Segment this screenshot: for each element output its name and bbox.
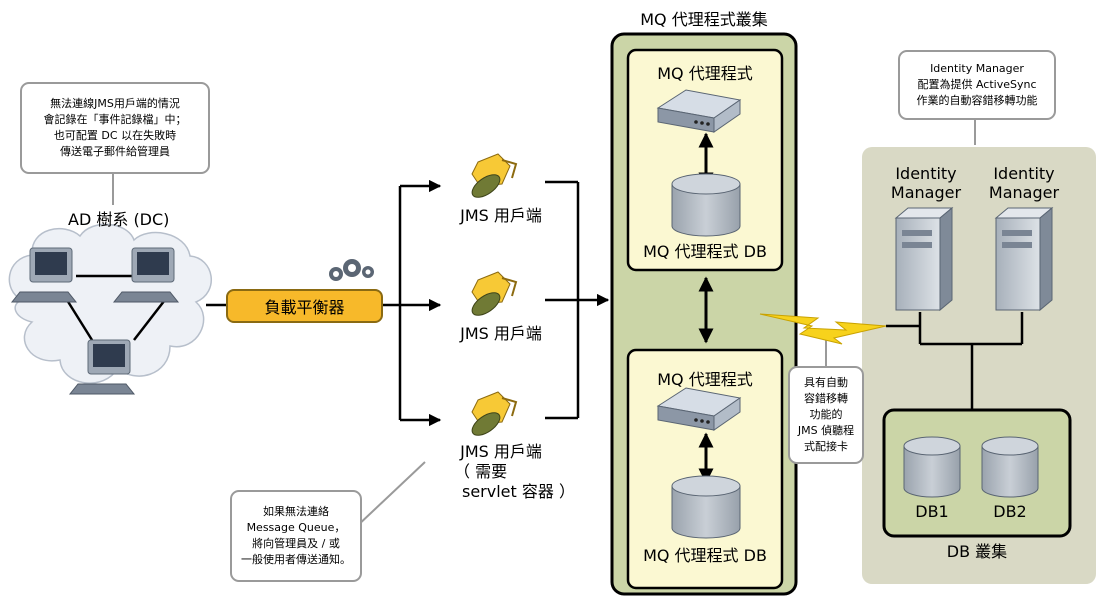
jms-client-icon bbox=[471, 271, 518, 316]
computer-icon bbox=[68, 339, 136, 395]
jms-client-label: JMS 用戶端 bbox=[460, 324, 542, 343]
db1-label: DB1 bbox=[915, 502, 949, 521]
server-icon bbox=[994, 206, 1054, 312]
mq-broker-title: MQ 代理程式 bbox=[657, 64, 753, 83]
computer-icon bbox=[10, 247, 78, 303]
jms-client-icons bbox=[471, 153, 518, 436]
db-cluster-title: DB 叢集 bbox=[946, 542, 1008, 561]
load-balancer-label: 負載平衡器 bbox=[264, 298, 345, 317]
ad-forest-title: AD 樹系 (DC) bbox=[68, 210, 170, 229]
identity-manager-label: Identity Manager bbox=[890, 164, 962, 203]
jms-client-icon bbox=[471, 391, 518, 436]
gears-icon bbox=[329, 259, 374, 281]
db2-label: DB2 bbox=[993, 502, 1027, 521]
database-icon bbox=[671, 173, 741, 237]
im-cluster-panel bbox=[862, 147, 1096, 584]
jms-client-label: JMS 用戶端 bbox=[460, 206, 542, 225]
jms-listener-note: 具有自動 容錯移轉 功能的 JMS 偵聽程 式配接卡 bbox=[788, 366, 864, 464]
mq-cluster-title: MQ 代理程式叢集 bbox=[640, 10, 768, 29]
mq-broker-db-label: MQ 代理程式 DB bbox=[643, 242, 767, 261]
ad-computers bbox=[10, 247, 180, 395]
im-failover-note: Identity Manager 配置為提供 ActiveSync 作業的自動容… bbox=[898, 50, 1056, 120]
server-icon bbox=[894, 206, 954, 312]
jms-client-label: JMS 用戶端 bbox=[460, 442, 542, 461]
load-balancer: 負載平衡器 bbox=[226, 289, 383, 323]
mq-broker-title: MQ 代理程式 bbox=[657, 370, 753, 389]
jms-client-icon bbox=[471, 153, 518, 198]
computer-icon bbox=[112, 247, 180, 303]
im-bus bbox=[886, 312, 1024, 410]
database-icon bbox=[671, 475, 741, 539]
router-icon bbox=[656, 387, 742, 431]
lightning-bolt-icon bbox=[759, 313, 887, 345]
lb-connectors bbox=[206, 179, 610, 427]
router-icon bbox=[656, 89, 742, 133]
jms-client-requirement: servlet 容器 ） bbox=[462, 482, 575, 501]
mq-broker-db-label: MQ 代理程式 DB bbox=[643, 546, 767, 565]
mq-failure-note: 如果無法連絡 Message Queue， 將向管理員及 / 或 一般使用者傳送… bbox=[230, 490, 362, 582]
database-icon bbox=[903, 436, 961, 498]
callout-leaders bbox=[112, 118, 976, 529]
database-icon bbox=[981, 436, 1039, 498]
identity-manager-label: Identity Manager bbox=[988, 164, 1060, 203]
ad-failure-note: 無法連線JMS用戶端的情況 會記錄在「事件記錄檔」中； 也可配置 DC 以在失敗… bbox=[20, 82, 210, 174]
jms-client-requirement: （ 需要 bbox=[454, 462, 508, 481]
